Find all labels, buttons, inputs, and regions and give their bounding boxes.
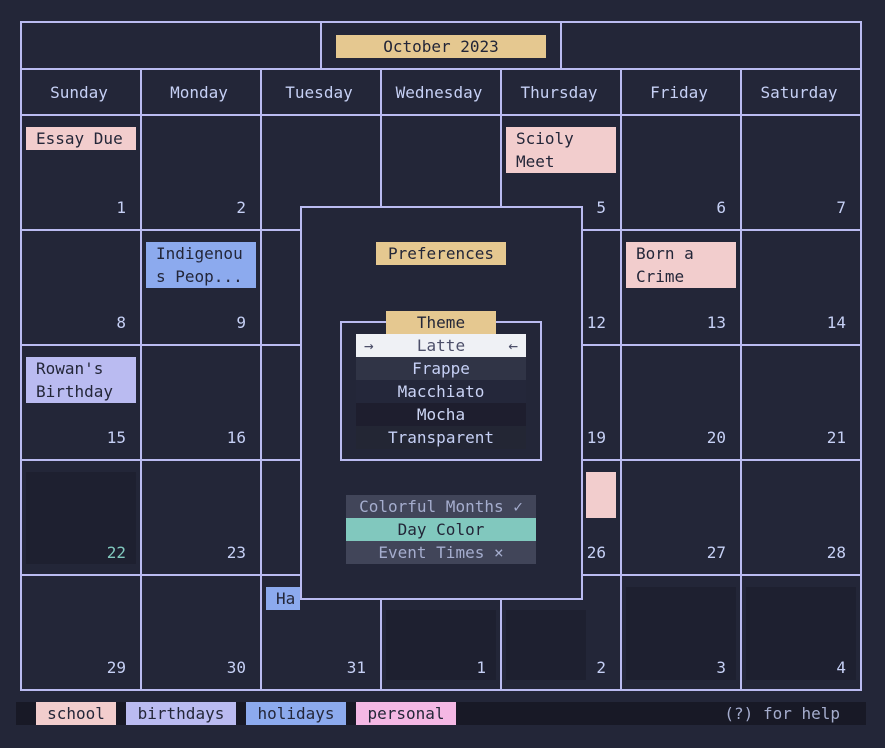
day-number[interactable]: 7 xyxy=(836,198,846,217)
day-number[interactable]: 28 xyxy=(826,543,846,562)
dayname-sunday: Sunday xyxy=(50,83,108,102)
outside-month-cell xyxy=(386,610,496,680)
day-number[interactable]: 23 xyxy=(226,543,246,562)
dayname-wednesday: Wednesday xyxy=(395,83,483,102)
legend-holidays: holidays xyxy=(246,702,346,725)
theme-option-transparent[interactable]: Transparent xyxy=(356,426,526,449)
arrow-left-icon: ← xyxy=(508,336,518,355)
dayname-thursday: Thursday xyxy=(520,83,598,102)
day-number[interactable]: 1 xyxy=(116,198,126,217)
outside-month-cell xyxy=(626,587,736,680)
day-number[interactable]: 8 xyxy=(116,313,126,332)
help-hint: (?) for help xyxy=(724,704,840,723)
arrow-right-icon: → xyxy=(364,336,374,355)
event-indigenous-peoples-day[interactable]: Indigenou s Peop... xyxy=(146,242,256,288)
theme-option-latte[interactable]: → Latte ← xyxy=(356,334,526,357)
event-scioly-meet[interactable]: Scioly Meet xyxy=(506,127,616,173)
day-number[interactable]: 2 xyxy=(236,198,246,217)
day-number[interactable]: 6 xyxy=(716,198,726,217)
day-number[interactable]: 30 xyxy=(226,658,246,677)
legend-personal: personal xyxy=(356,702,456,725)
day-number[interactable]: 12 xyxy=(586,313,606,332)
outside-month-cell xyxy=(506,610,586,680)
event-rowans-birthday[interactable]: Rowan's Birthday xyxy=(26,357,136,403)
toggle-event-times[interactable]: Event Times × xyxy=(346,541,536,564)
dayname-saturday: Saturday xyxy=(760,83,838,102)
legend-school: school xyxy=(36,702,116,725)
month-title: October 2023 xyxy=(336,35,546,58)
theme-option-label: Latte xyxy=(416,336,466,355)
day-number[interactable]: 9 xyxy=(236,313,246,332)
toggle-day-color[interactable]: Day Color xyxy=(346,518,536,541)
day-number[interactable]: 16 xyxy=(226,428,246,447)
day-number[interactable]: 20 xyxy=(706,428,726,447)
day-number-next-month[interactable]: 4 xyxy=(836,658,846,677)
day-number-next-month[interactable]: 2 xyxy=(596,658,606,677)
dayname-tuesday: Tuesday xyxy=(285,83,353,102)
event-halloween[interactable]: Ha xyxy=(266,587,300,610)
theme-option-mocha[interactable]: Mocha xyxy=(356,403,526,426)
today-cell-highlight xyxy=(26,472,136,564)
event-born-a-crime[interactable]: Born a Crime xyxy=(626,242,736,288)
dayname-friday: Friday xyxy=(650,83,708,102)
day-number[interactable]: 13 xyxy=(706,313,726,332)
outside-month-cell xyxy=(746,587,856,680)
event-essay-due[interactable]: Essay Due xyxy=(26,127,136,150)
legend-birthdays: birthdays xyxy=(126,702,236,725)
day-number[interactable]: 27 xyxy=(706,543,726,562)
theme-option-macchiato[interactable]: Macchiato xyxy=(356,380,526,403)
event-school-partial[interactable] xyxy=(586,472,616,518)
day-number[interactable]: 14 xyxy=(826,313,846,332)
day-number[interactable]: 19 xyxy=(586,428,606,447)
day-number[interactable]: 5 xyxy=(596,198,606,217)
day-number-today[interactable]: 22 xyxy=(106,543,126,562)
day-number[interactable]: 31 xyxy=(346,658,366,677)
preferences-title: Preferences xyxy=(376,242,506,265)
day-number[interactable]: 21 xyxy=(826,428,846,447)
dayname-monday: Monday xyxy=(170,83,228,102)
toggle-colorful-months[interactable]: Colorful Months ✓ xyxy=(346,495,536,518)
day-number-next-month[interactable]: 3 xyxy=(716,658,726,677)
day-number[interactable]: 29 xyxy=(106,658,126,677)
day-number[interactable]: 26 xyxy=(586,543,606,562)
theme-option-frappe[interactable]: Frappe xyxy=(356,357,526,380)
theme-title: Theme xyxy=(386,311,496,334)
day-number-next-month[interactable]: 1 xyxy=(476,658,486,677)
day-number[interactable]: 15 xyxy=(106,428,126,447)
